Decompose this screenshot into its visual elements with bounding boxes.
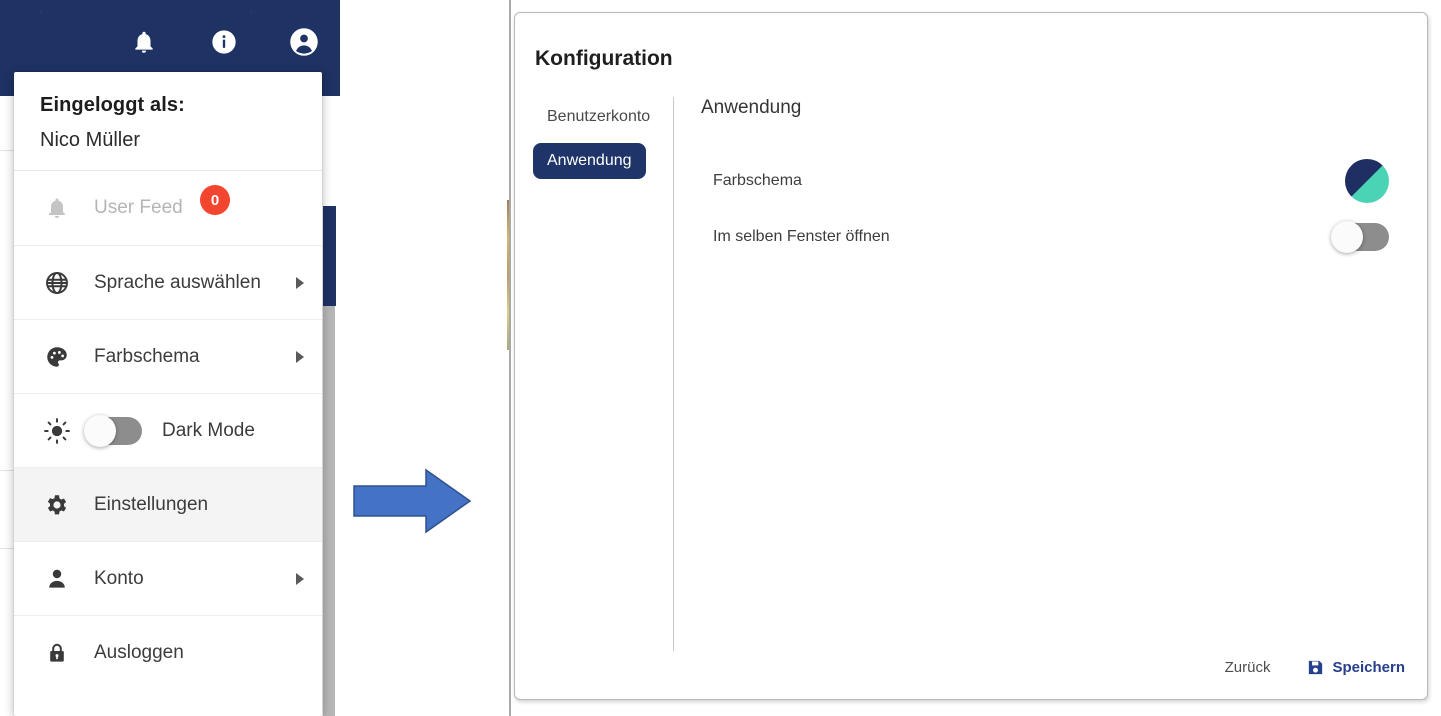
user-menu-popup: Eingeloggt als: Nico Müller User Feed 0 …: [14, 72, 322, 716]
lock-icon: [40, 641, 74, 665]
same-window-toggle[interactable]: [1331, 221, 1389, 253]
save-button-label: Speichern: [1332, 659, 1405, 676]
setting-label: Farbschema: [713, 172, 802, 189]
save-button[interactable]: Speichern: [1306, 658, 1405, 677]
menu-item-account[interactable]: Konto: [14, 541, 322, 615]
menu-item-label: Dark Mode: [162, 419, 255, 441]
menu-item-user-feed[interactable]: User Feed 0: [14, 171, 322, 245]
configuration-dialog: Konfiguration Benutzerkonto Anwendung An…: [514, 12, 1428, 700]
dialog-vertical-divider: [673, 97, 674, 651]
user-feed-badge: 0: [200, 185, 230, 215]
palette-icon: [40, 344, 74, 370]
menu-item-dark-mode[interactable]: Dark Mode: [14, 393, 322, 467]
menu-item-color-scheme[interactable]: Farbschema: [14, 319, 322, 393]
dialog-footer: Zurück Speichern: [1225, 658, 1405, 677]
app-top-bar: [0, 0, 340, 96]
scrollbar-thumb[interactable]: [323, 306, 335, 716]
menu-item-label: Sprache auswählen: [94, 271, 261, 293]
notifications-bell-icon[interactable]: [128, 26, 160, 58]
toggle-knob: [1331, 221, 1363, 253]
menu-item-label: Konto: [94, 567, 144, 589]
floppy-save-icon: [1306, 658, 1325, 677]
page-scrollbar[interactable]: [322, 96, 336, 716]
menu-item-label: Einstellungen: [94, 493, 209, 515]
pane-title: Anwendung: [701, 97, 802, 118]
background-vertical-rule: [509, 0, 511, 716]
dialog-nav: Benutzerkonto Anwendung: [533, 99, 673, 187]
back-button[interactable]: Zurück: [1224, 659, 1271, 676]
dark-mode-toggle[interactable]: [84, 414, 142, 447]
app-behind-menu: Eingeloggt als: Nico Müller User Feed 0 …: [0, 0, 340, 716]
globe-icon: [40, 270, 74, 296]
toggle-knob: [84, 414, 116, 447]
logged-in-as-label: Eingeloggt als:: [40, 94, 185, 116]
account-avatar-icon[interactable]: [288, 26, 320, 58]
nav-item-anwendung[interactable]: Anwendung: [533, 143, 646, 179]
menu-item-label: User Feed: [94, 197, 183, 218]
menu-item-label: Ausloggen: [94, 641, 184, 663]
topbar-icon-group: [128, 26, 320, 58]
setting-label: Im selben Fenster öffnen: [713, 228, 890, 245]
setting-row-farbschema: Farbschema: [701, 159, 1405, 203]
flow-arrow-right-icon: [353, 468, 472, 534]
dialog-content-pane: Anwendung Farbschema Im selben Fenster ö…: [701, 97, 1405, 273]
scrollbar-thumb-accent[interactable]: [323, 206, 336, 306]
submenu-caret-icon: [296, 572, 304, 585]
user-menu-header: Eingeloggt als: Nico Müller: [14, 72, 322, 171]
menu-item-settings[interactable]: Einstellungen: [14, 467, 322, 541]
submenu-caret-icon: [296, 350, 304, 363]
setting-row-same-window: Im selben Fenster öffnen: [701, 217, 1405, 257]
color-scheme-swatch[interactable]: [1345, 159, 1389, 203]
sun-icon: [40, 417, 74, 445]
bell-icon: [40, 196, 74, 220]
dialog-title: Konfiguration: [535, 47, 673, 70]
person-icon: [40, 566, 74, 592]
menu-item-logout[interactable]: Ausloggen: [14, 615, 322, 689]
submenu-caret-icon: [296, 276, 304, 289]
menu-item-select-language[interactable]: Sprache auswählen: [14, 245, 322, 319]
info-icon[interactable]: [208, 26, 240, 58]
gear-icon: [40, 492, 74, 518]
user-name: Nico Müller: [40, 129, 141, 151]
nav-item-benutzerkonto[interactable]: Benutzerkonto: [547, 108, 651, 125]
menu-item-label: Farbschema: [94, 345, 200, 367]
